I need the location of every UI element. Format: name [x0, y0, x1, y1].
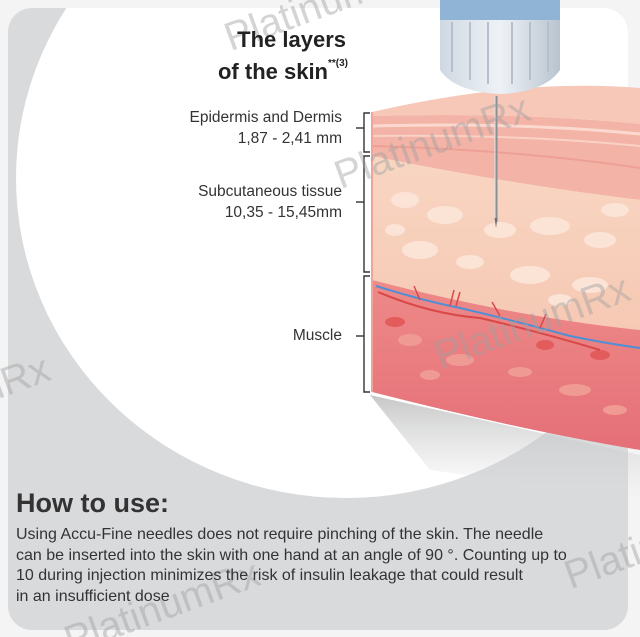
- how-to-use-heading: How to use:: [16, 488, 169, 518]
- hub-ridges: [451, 22, 549, 84]
- muscle-layer: [372, 280, 640, 450]
- bracket-ticks: [356, 127, 364, 337]
- needle-tip: [494, 218, 498, 228]
- layer-name-subcutaneous: Subcutaneous tissue: [198, 183, 342, 200]
- how-to-use-text: Using Accu-Fine needles does not require…: [16, 525, 626, 607]
- block-shadow: [370, 395, 640, 500]
- pen-body: [440, 0, 560, 20]
- muscle-dots: [385, 317, 610, 360]
- bracket-subcutaneous: [363, 155, 370, 273]
- bracket-epidermis: [363, 112, 370, 153]
- how-to-use-line: in an insufficient dose: [16, 587, 170, 605]
- dermis-line: [371, 145, 640, 169]
- how-to-use-line: Using Accu-Fine needles does not require…: [16, 526, 544, 543]
- blood-vessel-red: [377, 291, 601, 351]
- muscle-spots: [398, 334, 627, 415]
- capillaries: [413, 285, 547, 329]
- layer-thickness-epidermis: 1,87 - 2,41 mm: [237, 130, 342, 147]
- fat-cells: [385, 192, 629, 306]
- skin-surface: [372, 85, 640, 124]
- layer-brackets: [363, 112, 370, 393]
- layer-thickness-subcutaneous: 10,35 - 15,45mm: [224, 204, 342, 221]
- epidermis-line: [371, 123, 640, 136]
- title-superscript: **(3): [328, 58, 349, 69]
- layer-name-epidermis: Epidermis and Dermis: [189, 109, 342, 126]
- how-to-use-line: can be inserted into the skin with one h…: [16, 546, 567, 564]
- title-line-1: The layers: [237, 27, 346, 52]
- title-line-2: of the skin: [217, 59, 328, 84]
- bracket-muscle: [363, 275, 370, 393]
- epidermis-line: [371, 134, 640, 147]
- how-to-use-line: 10 during injection minimizes the risk o…: [16, 567, 523, 584]
- layer-name-muscle: Muscle: [292, 327, 342, 344]
